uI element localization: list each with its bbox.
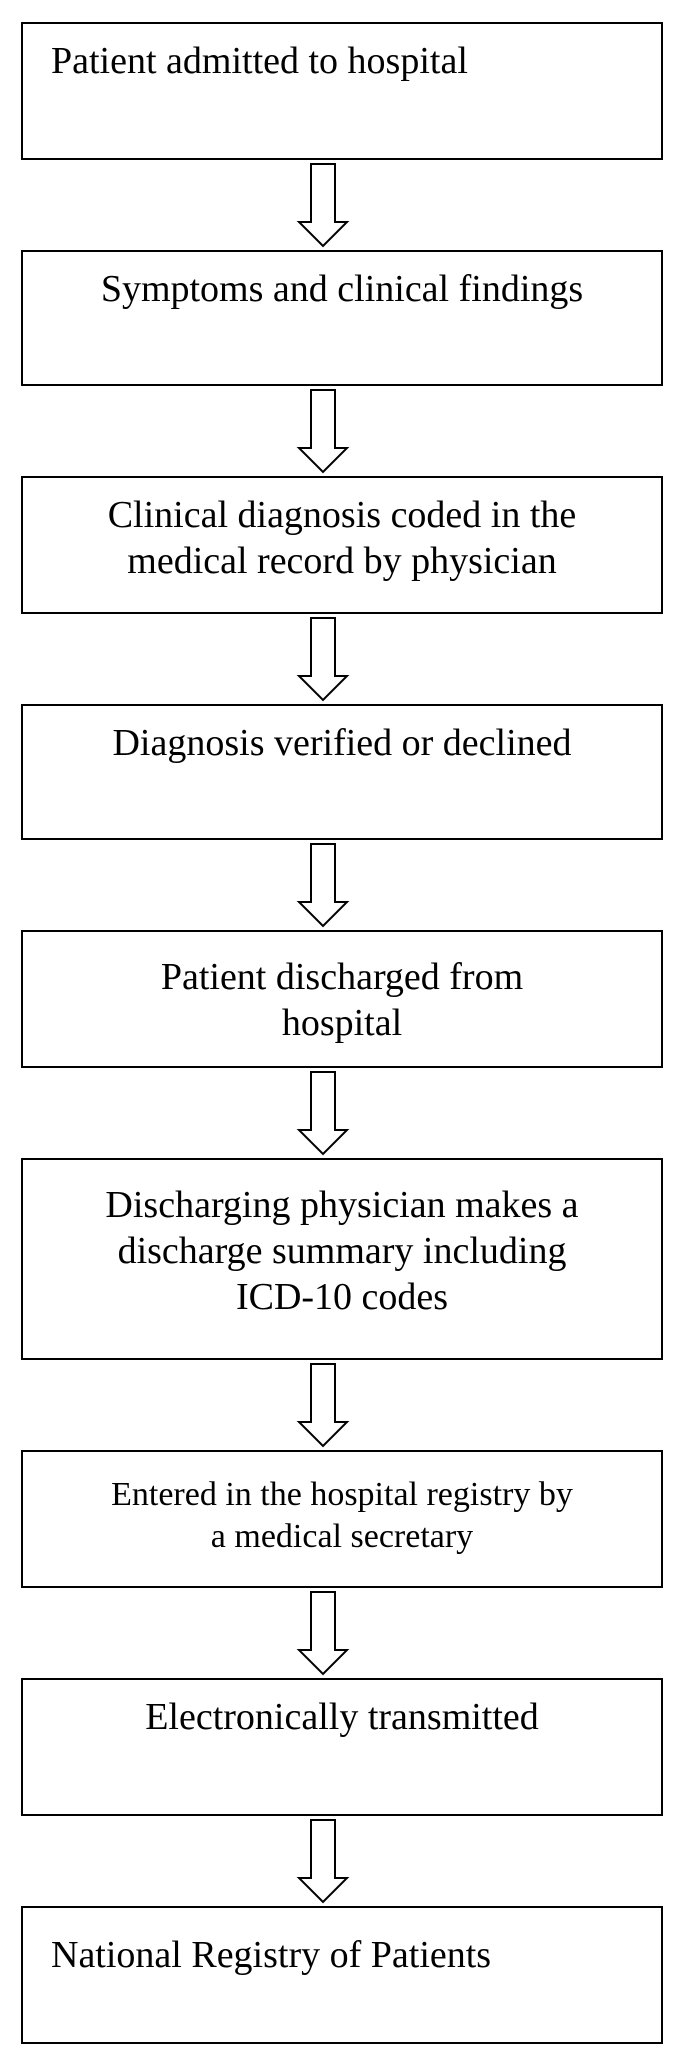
step-electronically-transmitted: Electronically transmitted [21, 1678, 663, 1816]
down-arrow-icon [296, 389, 350, 474]
connector-arrow [0, 1590, 685, 1676]
connector-arrow [0, 162, 685, 248]
down-arrow-icon [296, 617, 350, 702]
down-arrow-icon [296, 1819, 350, 1904]
down-arrow-icon [296, 1591, 350, 1676]
step-line: Entered in the hospital registry by [111, 1476, 573, 1513]
connector-arrow [0, 1362, 685, 1448]
connector-arrow [0, 616, 685, 702]
down-arrow-icon [296, 1363, 350, 1448]
step-national-registry: National Registry of Patients [21, 1906, 663, 2044]
step-hospital-registry: Entered in the hospital registry by a me… [21, 1450, 663, 1588]
connector-arrow [0, 1818, 685, 1904]
step-line: ICD-10 codes [235, 1276, 449, 1318]
step-line: a medical secretary [210, 1518, 474, 1555]
step-line: discharge summary including [117, 1230, 567, 1272]
step-line: Diagnosis verified or declined [112, 722, 572, 764]
step-line: medical record by physician [127, 540, 557, 582]
step-line: Discharging physician makes a [105, 1184, 579, 1226]
step-line: Patient admitted to hospital [51, 40, 468, 82]
step-line: hospital [281, 1002, 403, 1044]
connector-arrow [0, 1070, 685, 1156]
down-arrow-icon [296, 843, 350, 928]
down-arrow-icon [296, 163, 350, 248]
step-line: Electronically transmitted [145, 1696, 539, 1738]
step-line: Symptoms and clinical findings [100, 268, 584, 310]
step-patient-admitted: Patient admitted to hospital [21, 22, 663, 160]
step-discharge-summary: Discharging physician makes a discharge … [21, 1158, 663, 1360]
step-diagnosis-verified: Diagnosis verified or declined [21, 704, 663, 840]
connector-arrow [0, 842, 685, 928]
step-clinical-diagnosis: Clinical diagnosis coded in the medical … [21, 476, 663, 614]
down-arrow-icon [296, 1071, 350, 1156]
step-symptoms-findings: Symptoms and clinical findings [21, 250, 663, 386]
step-line: Clinical diagnosis coded in the [107, 494, 577, 536]
connector-arrow [0, 388, 685, 474]
step-line: Patient discharged from [160, 956, 524, 998]
step-patient-discharged: Patient discharged from hospital [21, 930, 663, 1068]
step-line: National Registry of Patients [51, 1934, 492, 1976]
